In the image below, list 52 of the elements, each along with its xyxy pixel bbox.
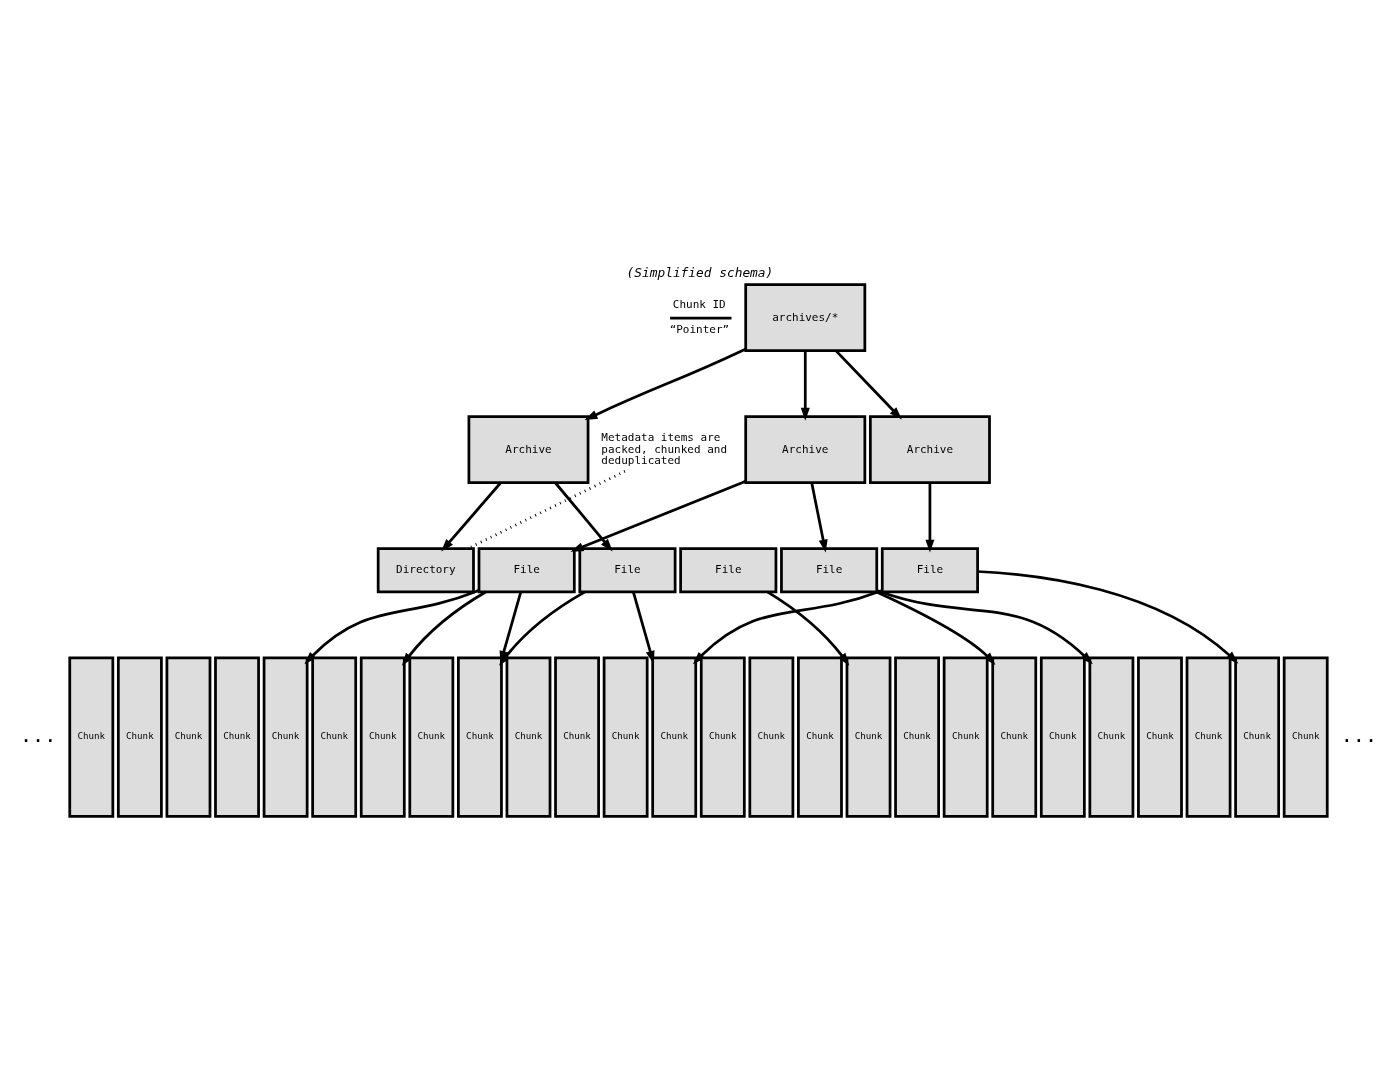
arrow bbox=[810, 482, 828, 553]
node-box: Chunk bbox=[554, 656, 600, 818]
node-box: Chunk bbox=[1185, 656, 1232, 818]
arrow bbox=[632, 591, 655, 664]
node-box: File bbox=[477, 547, 576, 594]
arrow bbox=[766, 590, 850, 666]
label: ... bbox=[1340, 723, 1378, 748]
arrow bbox=[554, 481, 613, 552]
node-box: Chunk bbox=[262, 656, 309, 818]
node-box: Chunk bbox=[1282, 656, 1329, 818]
node-box: Chunk bbox=[505, 656, 552, 818]
node-box: File bbox=[578, 547, 677, 594]
legend-label: Chunk ID bbox=[672, 298, 726, 312]
node-box: Chunk bbox=[1088, 656, 1135, 818]
node-box: Chunk bbox=[699, 656, 746, 818]
node-text: Metadata items are packed, chunked and deduplicated bbox=[601, 430, 727, 468]
node-box: Chunk bbox=[408, 656, 455, 818]
node-box: archives/* bbox=[744, 283, 867, 353]
node-box: Chunk bbox=[359, 656, 406, 818]
node-box: Chunk bbox=[894, 656, 940, 818]
node-box: Chunk bbox=[845, 656, 892, 818]
arrow bbox=[570, 479, 746, 552]
node-box: Archive bbox=[868, 415, 991, 485]
node-box: Archive bbox=[744, 415, 867, 485]
node-box: Chunk bbox=[797, 656, 843, 818]
node-box: Chunk bbox=[165, 656, 212, 818]
node-box: Chunk bbox=[602, 656, 649, 818]
arrow bbox=[800, 350, 810, 421]
arrow bbox=[584, 347, 746, 421]
diagram-title: (Simplified schema) bbox=[626, 264, 774, 280]
node-box: File bbox=[679, 547, 778, 594]
node-box: File bbox=[780, 547, 879, 594]
node-box: Chunk bbox=[311, 656, 358, 818]
node-box: Chunk bbox=[1137, 656, 1183, 818]
arrow bbox=[835, 349, 902, 420]
node-box: Chunk bbox=[1234, 656, 1281, 818]
node-box: Chunk bbox=[991, 656, 1038, 818]
node-box: Chunk bbox=[651, 656, 698, 818]
node-box: Chunk bbox=[1039, 656, 1086, 818]
node-box: Directory bbox=[376, 547, 475, 594]
node-box: Chunk bbox=[748, 656, 795, 818]
node-box: Chunk bbox=[457, 656, 503, 818]
node-box: Chunk bbox=[942, 656, 989, 818]
node-box: Archive bbox=[467, 415, 590, 485]
arrow bbox=[925, 482, 935, 553]
node-box: Chunk bbox=[116, 656, 163, 818]
arrow bbox=[441, 481, 502, 552]
node-box: Chunk bbox=[68, 656, 115, 818]
legend-label: “Pointer” bbox=[669, 322, 730, 336]
node-box: File bbox=[880, 547, 979, 594]
label: ... bbox=[19, 723, 57, 748]
node-box: Chunk bbox=[214, 656, 260, 818]
